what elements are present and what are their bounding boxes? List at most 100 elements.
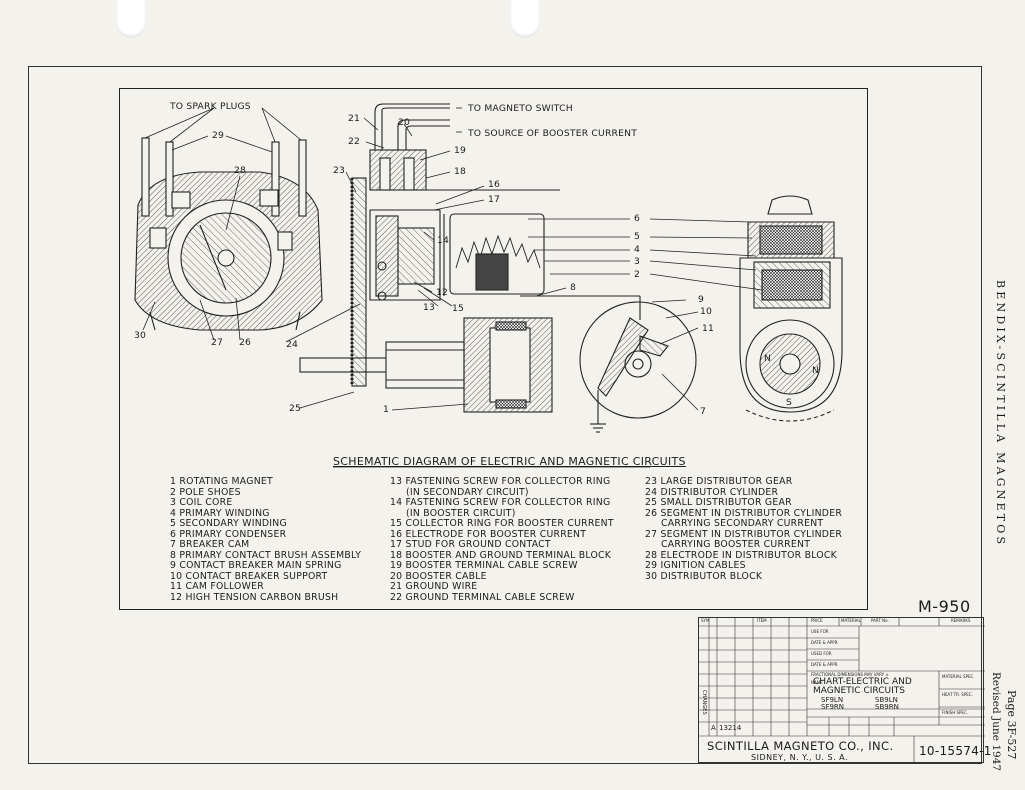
callout-15: 15 [452, 303, 465, 314]
tb-finish-spec: FINISH SPEC. [942, 710, 969, 715]
callout-8: 8 [570, 282, 577, 293]
magneto-end-view [739, 195, 843, 422]
collector-ring-assembly [369, 103, 560, 301]
callout-19: 19 [454, 145, 467, 156]
legend-item: 4 PRIMARY WINDING [170, 507, 270, 519]
callout-5: 5 [634, 231, 641, 242]
leader-lines [142, 107, 763, 411]
tb-name-label: NAME [811, 680, 823, 685]
callout-1: 1 [383, 404, 390, 415]
pole-letter-n-left: N [764, 353, 772, 364]
callout-18: 18 [454, 166, 467, 177]
callout-20: 20 [398, 117, 411, 128]
callout-9: 9 [698, 294, 705, 305]
side-title: BENDIX-SCINTILLA MAGNETOS [994, 280, 1007, 548]
legend-item: 8 PRIMARY CONTACT BRUSH ASSEMBLY [170, 549, 362, 561]
legend-item: 2 POLE SHOES [170, 486, 241, 498]
callout-4: 4 [634, 244, 641, 255]
tb-header-sym: SYM [701, 618, 710, 623]
tb-material-spec: MATERIAL SPEC. [942, 674, 975, 679]
distributor-block-view [134, 137, 323, 331]
legend-item: 21 GROUND WIRE [390, 581, 478, 592]
legend-column-3: 23 LARGE DISTRIBUTOR GEAR 24 DISTRIBUTOR… [645, 476, 843, 582]
callout-17: 17 [488, 194, 501, 205]
drawing-sheet-border [28, 66, 982, 764]
tb-changes-label: CHANGES [701, 690, 707, 715]
callout-7: 7 [700, 406, 707, 417]
tb-header-item: ITEM [757, 618, 767, 623]
label-to-magneto-switch: TO MAGNETO SWITCH [468, 103, 573, 114]
callout-24: 24 [286, 339, 299, 350]
diagram-title: SCHEMATIC DIAGRAM OF ELECTRIC AND MAGNET… [333, 455, 686, 468]
drawing-number: M-950 [918, 597, 971, 616]
label-to-booster-source: TO SOURCE OF BOOSTER CURRENT [468, 128, 638, 139]
legend-item: 27 SEGMENT IN DISTRIBUTOR CYLINDER [645, 528, 843, 540]
punch-hole-left [116, 0, 146, 38]
legend-item: 30 DISTRIBUTOR BLOCK [645, 570, 763, 582]
tb-row-use-for: USE FOR [811, 629, 829, 634]
tb-drawing-name: CHART-ELECTRIC AND MAGNETIC CIRCUITS [813, 677, 912, 696]
tb-row-fractional: FRACTIONAL DIMENSIONS MAY VARY ± [811, 672, 889, 677]
legend-item: CARRYING BOOSTER CURRENT [661, 539, 811, 550]
tb-row-date-appr-2: DATE & APPR. [811, 662, 839, 667]
legend-item: (IN BOOSTER CIRCUIT) [406, 507, 516, 519]
legend-item: 11 CAM FOLLOWER [170, 581, 264, 592]
large-distributor-gear [350, 177, 367, 387]
callout-10: 10 [700, 306, 713, 317]
callout-23: 23 [333, 165, 346, 176]
title-block: SYM ITEM PRICE MATERIAL PART No. REMARKS… [698, 617, 991, 764]
legend-item: 12 HIGH TENSION CARBON BRUSH [170, 591, 339, 603]
tb-header-remarks: REMARKS [951, 618, 971, 623]
revised-date: Revised June 1947 [990, 672, 1002, 772]
callout-6: 6 [634, 213, 641, 224]
legend-item: 15 COLLECTOR RING FOR BOOSTER CURRENT [390, 518, 614, 529]
contact-breaker-assembly [579, 296, 697, 433]
legend-item: 16 ELECTRODE FOR BOOSTER CURRENT [390, 528, 587, 540]
legend-item: 23 LARGE DISTRIBUTOR GEAR [645, 476, 793, 487]
punch-hole-right [510, 0, 540, 38]
tb-change-letter: A [711, 724, 716, 732]
title-block-grid [699, 618, 985, 764]
legend-item: 19 BOOSTER TERMINAL CABLE SCREW [390, 560, 578, 571]
legend-item: 7 BREAKER CAM [170, 539, 250, 550]
callout-11: 11 [702, 323, 715, 334]
tb-company: SCINTILLA MAGNETO CO., INC. [707, 739, 894, 753]
callout-3: 3 [634, 256, 641, 267]
legend-item: 25 SMALL DISTRIBUTOR GEAR [645, 497, 792, 508]
callout-13: 13 [423, 302, 436, 313]
legend-item: 29 IGNITION CABLES [645, 560, 746, 571]
coil-and-condenser [443, 213, 640, 297]
legend-item: 28 ELECTRODE IN DISTRIBUTOR BLOCK [645, 549, 837, 561]
legend-item: 1 ROTATING MAGNET [170, 476, 273, 487]
pole-letter-n-right: N [812, 365, 820, 376]
callout-21: 21 [348, 113, 361, 124]
tb-dwg-number: 10-15574-1 [919, 744, 992, 758]
tb-location: SIDNEY, N. Y., U. S. A. [751, 753, 849, 762]
tb-row-used-for: USED FOR [811, 651, 832, 656]
callout-29: 29 [212, 130, 225, 141]
callout-26: 26 [239, 337, 252, 348]
legend-item: 9 CONTACT BREAKER MAIN SPRING [170, 560, 342, 571]
legend-item: 3 COIL CORE [170, 497, 233, 508]
tb-models-right: SB9LN SB9RN [875, 696, 899, 711]
legend-item: 22 GROUND TERMINAL CABLE SCREW [390, 591, 575, 603]
rotating-magnet-shaft [299, 317, 553, 413]
pole-letter-s: S [786, 397, 793, 408]
legend-item: 20 BOOSTER CABLE [390, 570, 487, 582]
tb-heat-spec: HEAT TR. SPEC. [942, 692, 973, 697]
callout-16: 16 [488, 179, 501, 190]
callout-30: 30 [134, 330, 147, 341]
legend-item: 13 FASTENING SCREW FOR COLLECTOR RING [390, 476, 611, 487]
legend-item: 17 STUD FOR GROUND CONTACT [390, 539, 551, 550]
tb-models-left: SF9LN SF9RN [821, 696, 845, 711]
callout-12: 12 [436, 287, 449, 298]
callout-14: 14 [437, 235, 450, 246]
callout-27: 27 [211, 337, 224, 348]
legend-item: 26 SEGMENT IN DISTRIBUTOR CYLINDER [645, 507, 843, 519]
legend-column-1: 1 ROTATING MAGNET 2 POLE SHOES 3 COIL CO… [170, 476, 362, 603]
callout-28: 28 [234, 165, 247, 176]
legend-item: 24 DISTRIBUTOR CYLINDER [645, 486, 779, 498]
tb-change-number: 13214 [719, 724, 742, 732]
legend-item: (IN SECONDARY CIRCUIT) [406, 486, 529, 498]
